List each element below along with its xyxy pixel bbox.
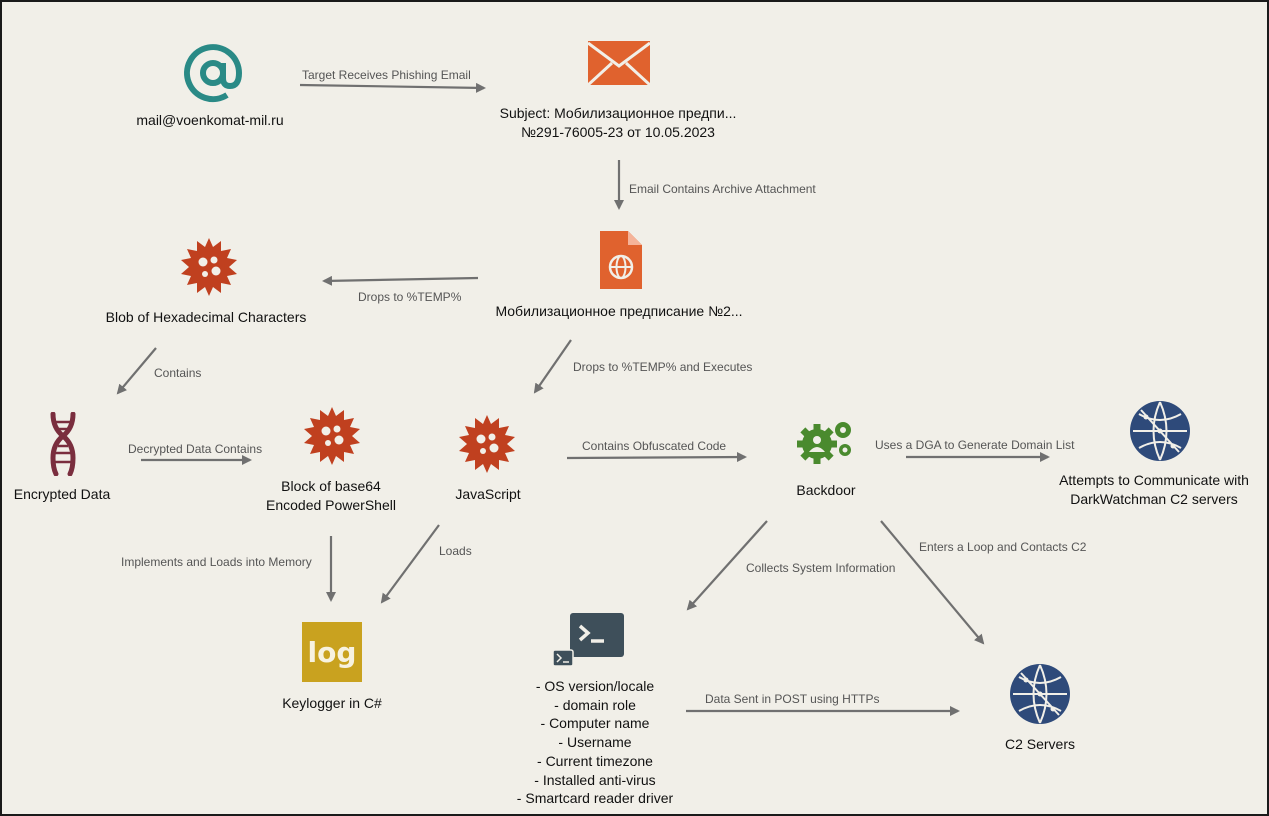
edge-drops-exec [533, 339, 572, 394]
edge-label-archive: Email Contains Archive Attachment [629, 182, 816, 196]
edge-label-drops-exec: Drops to %TEMP% and Executes [573, 360, 753, 374]
backdoor-label: Backdoor [796, 482, 856, 498]
globe-network-icon [1130, 401, 1190, 461]
list-item: - domain role [554, 696, 636, 713]
edge-collects [686, 520, 768, 611]
list-item: - Current timezone [537, 752, 653, 769]
edge-label-dga: Uses a DGA to Generate Domain List [875, 438, 1075, 452]
base64-line-1: Block of base64 [281, 478, 381, 494]
dga-line-1: Attempts to Communicate with [1059, 472, 1249, 488]
dna-icon [50, 412, 76, 476]
base64-line-2: Encoded PowerShell [266, 497, 396, 513]
list-item: - Username [558, 734, 632, 751]
svg-text:log: log [308, 636, 357, 669]
dga-line-2: DarkWatchman C2 servers [1070, 491, 1238, 507]
collected-info-list: - OS version/locale - domain role - Comp… [517, 677, 673, 808]
email-number-line: №291-76005-23 от 10.05.2023 [521, 124, 715, 140]
edge-loads [380, 524, 440, 604]
edge-phishing [299, 82, 486, 93]
edge-label-phishing: Target Receives Phishing Email [302, 68, 471, 82]
sender-label: mail@voenkomat-mil.ru [136, 112, 284, 128]
virus-icon [459, 415, 515, 473]
web-document-icon [600, 231, 642, 289]
list-item: - Computer name [540, 715, 650, 732]
email-subject-label: Subject: Мобилизационное предпи... №291-… [500, 104, 737, 142]
edge-label-collects: Collects System Information [746, 561, 896, 575]
edge-label-implements: Implements and Loads into Memory [121, 555, 312, 569]
virus-icon [181, 238, 237, 296]
archive-label: Мобилизационное предписание №2... [495, 303, 743, 319]
dga-c2-label: Attempts to Communicate with DarkWatchma… [1059, 471, 1249, 509]
javascript-label: JavaScript [455, 486, 521, 502]
edge-drops-temp [322, 275, 479, 286]
globe-network-icon [1010, 664, 1070, 724]
edge-label-loads: Loads [439, 544, 472, 558]
log-icon: log [302, 622, 362, 682]
gears-icon [797, 422, 851, 464]
edge-loop [880, 520, 985, 645]
envelope-icon [588, 41, 650, 85]
edge-label-contains: Contains [154, 366, 202, 380]
edge-label-post: Data Sent in POST using HTTPs [705, 692, 880, 706]
edge-obfuscated [566, 452, 747, 463]
edge-label-loop: Enters a Loop and Contacts C2 [919, 540, 1087, 554]
edge-label-drops-temp: Drops to %TEMP% [358, 290, 462, 304]
at-sign-icon [184, 44, 243, 103]
virus-icon [304, 407, 360, 465]
list-item: - Smartcard reader driver [516, 790, 674, 807]
encrypted-data-label: Encrypted Data [13, 486, 111, 502]
list-item: - OS version/locale [535, 678, 655, 694]
list-item: - Installed anti-virus [534, 771, 656, 788]
edge-label-decrypted: Decrypted Data Contains [128, 442, 263, 456]
edge-label-obfuscated: Contains Obfuscated Code [582, 439, 727, 453]
hex-blob-label: Blob of Hexadecimal Characters [105, 309, 307, 325]
c2-servers-label: C2 Servers [1004, 736, 1076, 752]
base64-powershell-label: Block of base64 Encoded PowerShell [266, 477, 396, 515]
edge-contains [116, 347, 157, 395]
email-subject-line: Subject: Мобилизационное предпи... [499, 105, 737, 121]
terminal-icon [553, 613, 624, 667]
keylogger-label: Keylogger in C# [282, 695, 382, 711]
